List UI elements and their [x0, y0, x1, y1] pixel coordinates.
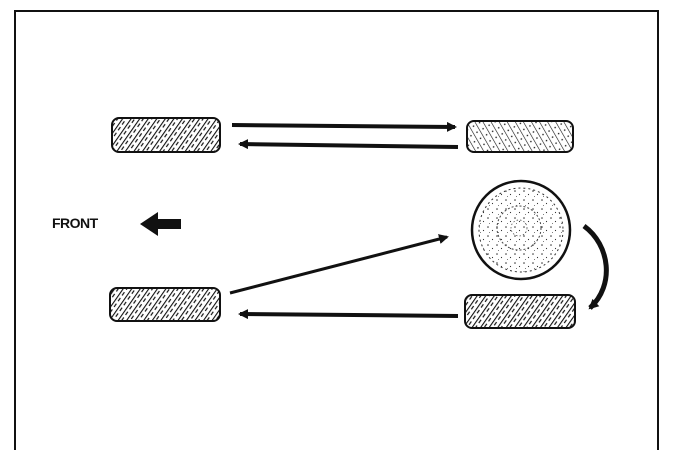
right-rear-tire	[464, 294, 576, 329]
diagram-frame	[14, 10, 659, 450]
front-label: FRONT	[52, 215, 98, 231]
arrow-spare-to-rr	[582, 223, 609, 310]
spare-tire	[470, 179, 572, 281]
left-rear-tire	[109, 287, 221, 322]
arrow-rr-to-lr	[238, 309, 459, 320]
tire-rotation-diagram	[109, 117, 609, 329]
right-front-tire	[466, 120, 574, 153]
front-direction-arrow	[140, 212, 181, 236]
arrow-lr-to-spare	[229, 234, 449, 295]
arrow-rf-to-lf	[238, 139, 459, 150]
left-front-tire	[111, 117, 221, 153]
arrow-lf-to-rf	[231, 121, 457, 132]
